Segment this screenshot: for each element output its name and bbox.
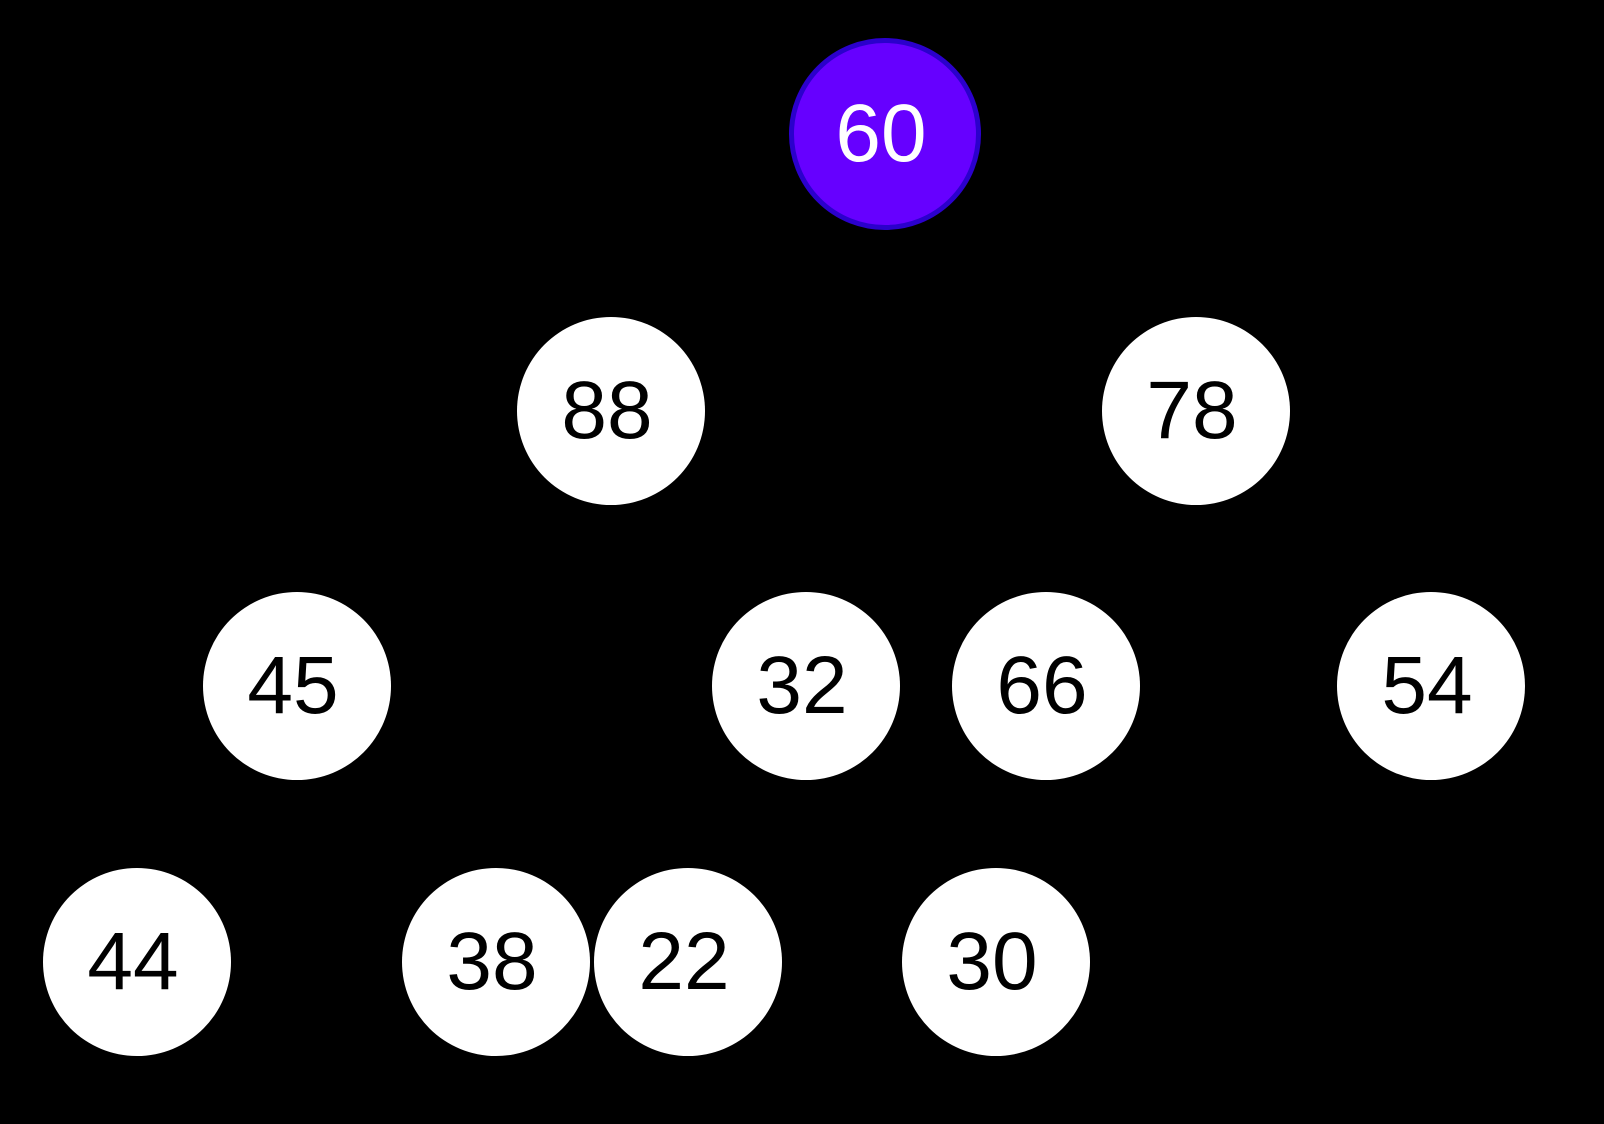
tree-node-label: 38	[446, 916, 538, 1007]
tree-node-label: 88	[561, 365, 653, 456]
tree-node[interactable]: 30	[902, 868, 1090, 1056]
tree-node-label: 22	[638, 916, 730, 1007]
tree-node[interactable]: 66	[952, 592, 1140, 780]
tree-node-label: 78	[1146, 365, 1238, 456]
tree-node-label: 66	[996, 640, 1088, 731]
tree-node-label: 60	[835, 88, 927, 179]
tree-node[interactable]: 44	[43, 868, 231, 1056]
tree-node[interactable]: 38	[402, 868, 590, 1056]
tree-node[interactable]: 78	[1102, 317, 1290, 505]
tree-node[interactable]: 22	[594, 868, 782, 1056]
tree-node[interactable]: 54	[1337, 592, 1525, 780]
tree-node[interactable]: 88	[517, 317, 705, 505]
tree-node-label: 44	[87, 916, 179, 1007]
tree-node-label: 45	[247, 640, 339, 731]
tree-node[interactable]: 60	[789, 38, 981, 230]
tree-node-label: 54	[1381, 640, 1473, 731]
tree-node[interactable]: 32	[712, 592, 900, 780]
tree-node-label: 32	[756, 640, 848, 731]
tree-node-label: 30	[946, 916, 1038, 1007]
tree-node[interactable]: 45	[203, 592, 391, 780]
